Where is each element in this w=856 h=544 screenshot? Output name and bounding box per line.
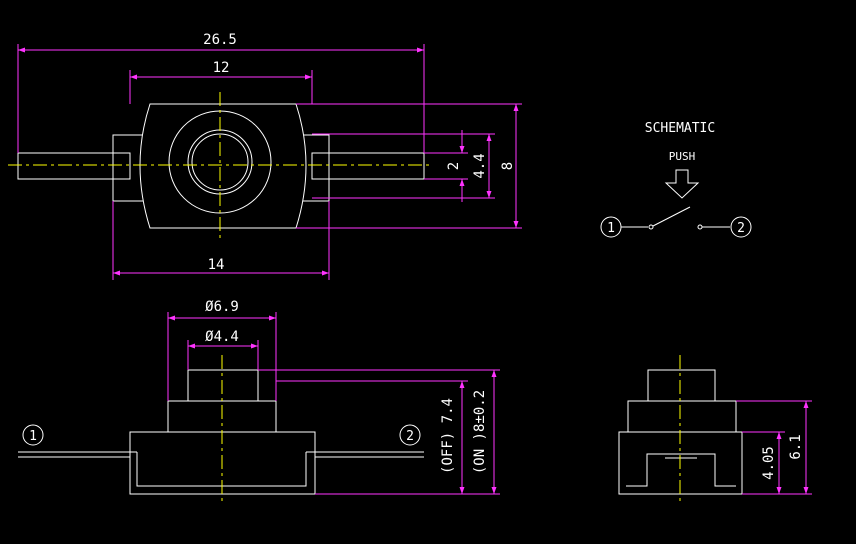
- top-view-dimensions: [17, 44, 522, 280]
- side-view-dimension-text: 4.05 6.1: [761, 434, 804, 480]
- dim-off-height: (OFF) 7.4: [440, 398, 456, 474]
- right-terminal: [311, 152, 425, 180]
- schematic: SCHEMATIC PUSH 1 2: [600, 121, 752, 238]
- side-cap: [647, 369, 716, 402]
- dim-body-height: 4.05: [761, 446, 777, 480]
- switch-body-outline: [139, 103, 307, 229]
- push-arrow-icon: [664, 169, 700, 199]
- schematic-title: SCHEMATIC: [645, 121, 715, 136]
- dim-on-height: (ON )8±0.2: [472, 390, 488, 474]
- front-right-lead: [306, 451, 424, 458]
- front-terminal-1-label: 1: [29, 429, 37, 444]
- push-label: PUSH: [669, 150, 696, 163]
- left-terminal: [17, 152, 131, 180]
- front-cap: [187, 369, 259, 402]
- schematic-terminal-2-circle: [730, 216, 752, 238]
- front-view: [18, 369, 424, 495]
- front-view-dimension-text: Ø6.9 Ø4.4 (OFF) 7.4 (ON )8±0.2 1 2: [29, 299, 488, 474]
- dim-cap-inner: Ø4.4: [205, 329, 239, 345]
- front-view-dimensions: [167, 312, 500, 495]
- dim-cap-outer: Ø6.9: [205, 299, 239, 315]
- dim-overall-width: 26.5: [203, 32, 237, 48]
- front-left-lead: [18, 451, 137, 458]
- front-terminal-2-label: 2: [406, 429, 414, 444]
- schematic-terminal-1-label: 1: [607, 221, 615, 236]
- actuator-inner-circle: [191, 133, 249, 191]
- top-view: [17, 103, 425, 229]
- top-view-dimension-text: 26.5 12 14 2 4.4 8: [203, 32, 516, 273]
- side-view-dimensions: [736, 400, 812, 495]
- top-view-centerlines: [8, 92, 432, 240]
- dim-height-total: 8: [500, 162, 516, 170]
- dim-height-mid: 4.4: [472, 153, 488, 178]
- switch-contact-lever: [652, 206, 691, 227]
- dim-terminal: 2: [446, 162, 462, 170]
- dim-body-width: 12: [213, 60, 230, 76]
- side-collar: [627, 400, 737, 433]
- dim-base-width: 14: [208, 257, 225, 273]
- dim-total-height: 6.1: [788, 434, 804, 459]
- schematic-terminal-2-label: 2: [737, 221, 745, 236]
